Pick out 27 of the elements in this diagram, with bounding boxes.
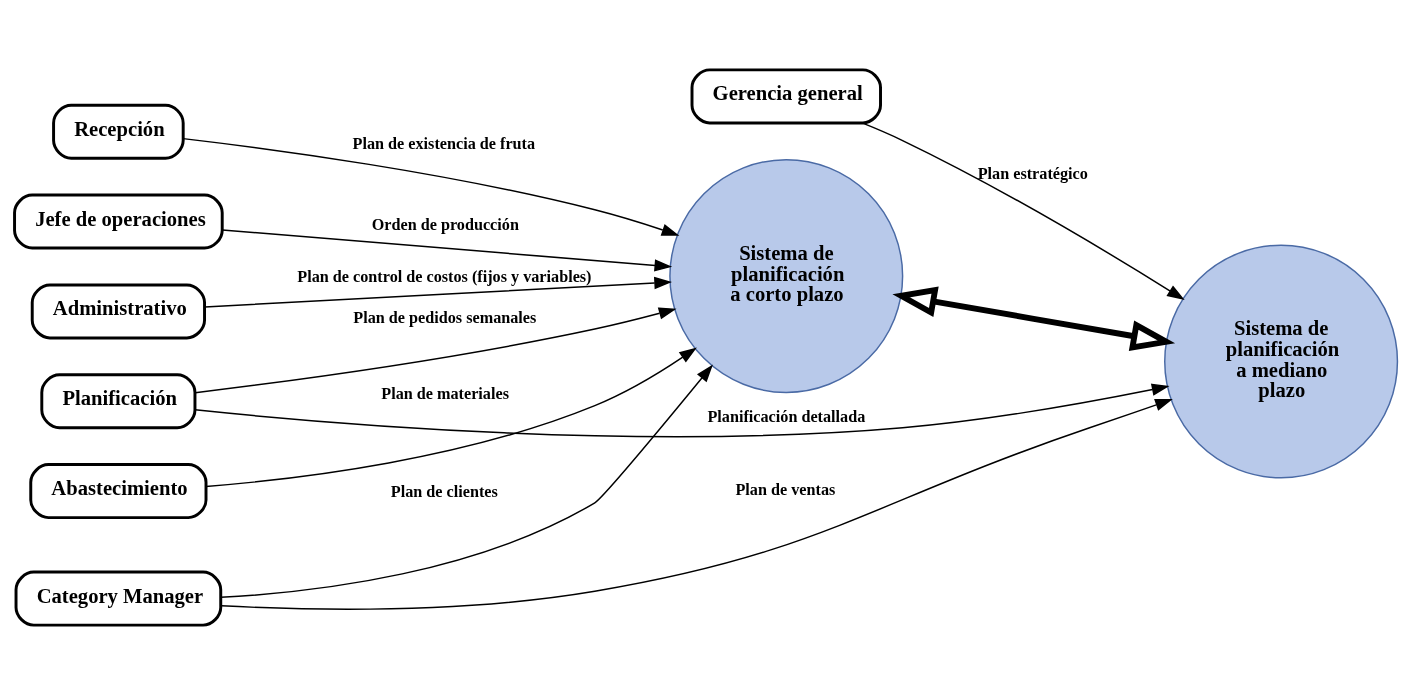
node-box: Recepción — [52, 103, 185, 160]
node-box: Planificación — [40, 372, 197, 429]
node-circle: Sistema de planificación a corto plazo — [669, 158, 904, 393]
edge-label: Planificación detallada — [707, 407, 866, 426]
edge-label: Plan de clientes — [390, 482, 498, 501]
edge-label: Plan de pedidos semanales — [353, 308, 537, 327]
arrow — [220, 364, 713, 598]
node-box: Abastecimiento — [29, 462, 208, 519]
arrow — [182, 137, 680, 236]
node-box: Category Manager — [14, 570, 223, 627]
arrow — [220, 398, 1173, 610]
arrow — [194, 383, 1170, 437]
arrow — [861, 121, 1185, 300]
node-box: Administrativo — [30, 282, 206, 339]
edge-label: Plan estratégico — [977, 164, 1088, 183]
arrow — [204, 276, 672, 308]
edge-label: Plan de ventas — [735, 480, 836, 499]
edge-label: Orden de producción — [371, 215, 519, 234]
arrow — [205, 346, 697, 487]
edge-label: Plan de materiales — [381, 384, 509, 403]
node-box: Gerencia general — [690, 67, 882, 124]
arrow — [221, 228, 673, 272]
edge-label: Plan de existencia de fruta — [352, 134, 536, 153]
node-box: Jefe de operaciones — [13, 193, 224, 250]
arrow — [892, 286, 1176, 351]
arrow — [194, 306, 677, 393]
edge-label: Plan de control de costos (fijos y variables) — [297, 267, 592, 286]
